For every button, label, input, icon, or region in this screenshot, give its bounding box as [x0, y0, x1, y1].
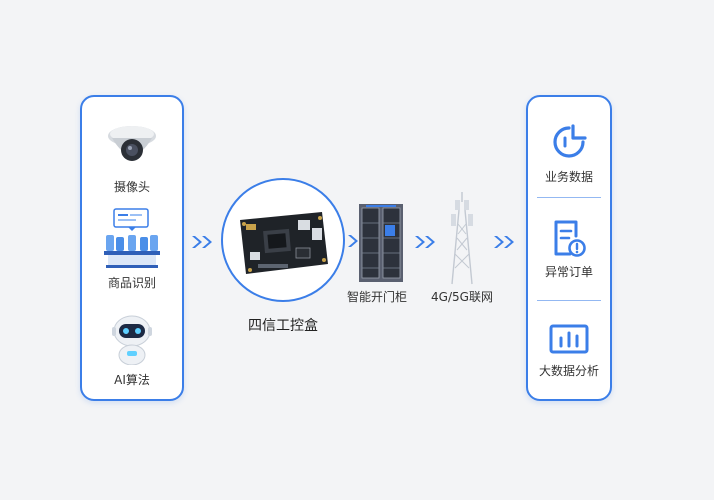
- output-divider: [537, 300, 601, 301]
- arrow-right-icon: [192, 236, 212, 248]
- product-recognition-label: 商品识别: [107, 276, 157, 290]
- business-data-label: 业务数据: [544, 170, 594, 184]
- cabinet-label: 智能开门柜: [346, 290, 408, 304]
- smart-cabinet-icon: [359, 204, 403, 282]
- box-label: 四信工控盒: [248, 318, 318, 334]
- output-divider: [537, 197, 601, 198]
- camera-label: 摄像头: [113, 180, 151, 194]
- pie-chart-icon: [553, 124, 587, 158]
- arrow-right-icon: [415, 236, 435, 248]
- document-alert-icon: [554, 220, 586, 257]
- circuit-board-icon: [240, 212, 328, 274]
- big-data-analysis-label: 大数据分析: [538, 364, 600, 378]
- abnormal-order-label: 异常订单: [544, 265, 594, 279]
- camera-icon: [108, 126, 156, 161]
- bar-chart-icon: [549, 324, 589, 354]
- signal-tower-icon: [451, 192, 473, 285]
- arrow-right-icon: [494, 236, 514, 248]
- network-label: 4G/5G联网: [431, 290, 493, 304]
- product-recognition-icon: [104, 208, 160, 268]
- arrow-right-icon: [348, 235, 358, 247]
- ai-algorithm-label: AI算法: [114, 373, 150, 387]
- robot-icon: [112, 315, 152, 365]
